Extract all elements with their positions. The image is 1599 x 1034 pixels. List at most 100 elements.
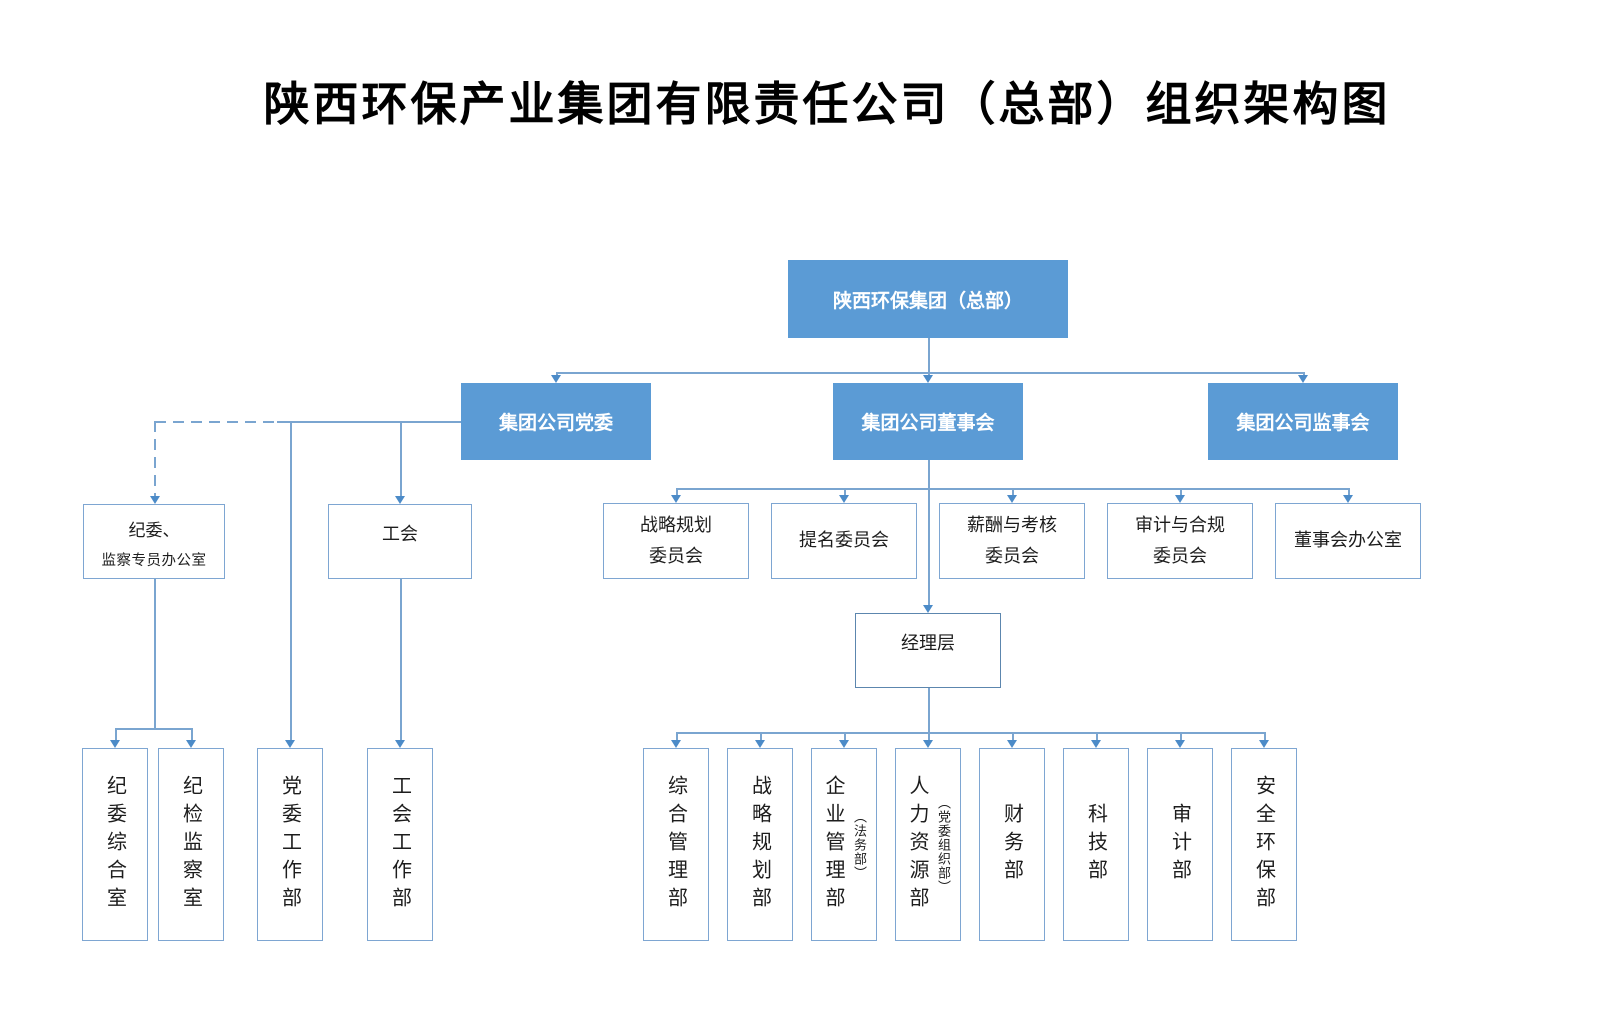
- connector-line: [556, 372, 558, 376]
- org-node-label: 审计与合规: [1135, 514, 1225, 535]
- arrowhead: [839, 495, 849, 503]
- org-node-board-office: 董事会办公室: [1275, 503, 1421, 579]
- org-node-label: 科技部: [1084, 802, 1107, 887]
- org-node-label: 安全环保部: [1252, 774, 1275, 915]
- arrowhead: [395, 740, 405, 748]
- arrowhead: [671, 740, 681, 748]
- connector-line: [844, 732, 846, 740]
- arrowhead: [1298, 375, 1308, 383]
- org-node-management-level: 经理层: [855, 613, 1001, 688]
- org-node-sublabel: （法务部）: [852, 809, 867, 880]
- arrowhead: [1259, 740, 1269, 748]
- connector-line: [400, 421, 402, 496]
- connector-line: [676, 732, 1264, 734]
- org-node-audit-dept: 审计部: [1147, 748, 1213, 941]
- arrowhead: [1175, 495, 1185, 503]
- org-node-label: 综合管理部: [664, 774, 687, 915]
- org-node-strategy-planning-dept: 战略规划部: [727, 748, 793, 941]
- org-node-general-management-dept: 综合管理部: [643, 748, 709, 941]
- org-node-union-work-dept: 工会工作部: [367, 748, 433, 941]
- org-node-label: 纪委、: [128, 521, 180, 540]
- connector-line: [760, 732, 762, 740]
- connector-line: [1180, 732, 1182, 740]
- arrowhead: [110, 740, 120, 748]
- connector-line: [556, 372, 1303, 374]
- org-node-label: 财务部: [1000, 802, 1023, 887]
- org-node-safety-environment-dept: 安全环保部: [1231, 748, 1297, 941]
- org-node-sublabel: （党委组织部）: [936, 795, 951, 894]
- org-node-label: 纪委综合室: [103, 774, 126, 915]
- arrowhead: [1007, 740, 1017, 748]
- connector-line: [676, 732, 678, 740]
- connector-line: [154, 579, 156, 728]
- connector-line: [928, 688, 930, 732]
- org-node-label: 薪酬与考核: [967, 514, 1057, 535]
- connector-line: [928, 338, 930, 375]
- org-node-label: 监察专员办公室: [101, 553, 207, 569]
- org-node-strategy-planning-committee: 战略规划 委员会: [603, 503, 749, 579]
- org-node-party-work-dept: 党委工作部: [257, 748, 323, 941]
- org-node-nomination-committee: 提名委员会: [771, 503, 917, 579]
- connector-line: [1012, 488, 1014, 496]
- org-node-root: 陕西环保集团（总部）: [788, 260, 1068, 338]
- connector-line: [1264, 732, 1266, 740]
- connector-line: [115, 728, 191, 730]
- arrowhead: [285, 740, 295, 748]
- page-title: 陕西环保产业集团有限责任公司（总部）组织架构图: [263, 77, 1391, 131]
- org-node-label: 党委工作部: [278, 774, 301, 915]
- connector-line: [844, 488, 846, 496]
- arrowhead: [551, 375, 561, 383]
- connector-line: [1303, 372, 1305, 376]
- connector-line: [400, 579, 402, 740]
- org-node-label: 集团公司党委: [498, 413, 613, 434]
- org-node-audit-compliance-committee: 审计与合规 委员会: [1107, 503, 1253, 579]
- connector-line: [928, 732, 930, 740]
- connector-line: [1012, 732, 1014, 740]
- arrowhead: [923, 375, 933, 383]
- org-node-enterprise-management-dept: 企业管理部 （法务部）: [811, 748, 877, 941]
- arrowhead: [755, 740, 765, 748]
- connector-line: [1180, 488, 1182, 496]
- org-node-label: 委员会: [649, 546, 703, 566]
- org-node-label: 工会工作部: [388, 774, 411, 915]
- org-node-label: 纪检监察室: [179, 774, 202, 915]
- arrowhead: [150, 496, 160, 504]
- org-node-board-of-directors: 集团公司董事会: [833, 383, 1023, 460]
- org-node-label: 提名委员会: [799, 530, 889, 551]
- connector-line: [1096, 732, 1098, 740]
- arrowhead: [923, 605, 933, 613]
- arrowhead: [1007, 495, 1017, 503]
- org-node-label: 企业管理部: [822, 774, 844, 915]
- connector-line: [115, 728, 117, 740]
- connector-line: [676, 488, 678, 496]
- arrowhead: [1175, 740, 1185, 748]
- connector-line: [290, 421, 292, 740]
- org-node-label: 审计部: [1168, 802, 1191, 887]
- org-node-discipline-general-room: 纪委综合室: [82, 748, 148, 941]
- connector-dashed-line: [154, 421, 156, 496]
- org-node-compensation-assessment-committee: 薪酬与考核 委员会: [939, 503, 1085, 579]
- org-node-supervisory-board: 集团公司监事会: [1208, 383, 1398, 460]
- org-node-label: 集团公司监事会: [1236, 413, 1370, 434]
- org-node-label: 工会: [382, 524, 418, 544]
- connector-line: [928, 460, 930, 605]
- org-node-label: 战略规划部: [748, 774, 771, 915]
- arrowhead: [671, 495, 681, 503]
- arrowhead: [839, 740, 849, 748]
- org-node-label: 委员会: [985, 546, 1039, 566]
- org-node-discipline-inspection-office: 纪委、 监察专员办公室: [83, 504, 225, 579]
- org-node-party-committee: 集团公司党委: [461, 383, 651, 460]
- org-node-science-technology-dept: 科技部: [1063, 748, 1129, 941]
- arrowhead: [395, 496, 405, 504]
- org-node-label: 陕西环保集团（总部）: [832, 290, 1023, 312]
- arrowhead: [923, 740, 933, 748]
- org-node-label: 董事会办公室: [1294, 530, 1402, 551]
- org-node-human-resources-dept: 人力资源部 （党委组织部）: [895, 748, 961, 941]
- connector-line: [277, 421, 461, 423]
- org-node-label: 集团公司董事会: [861, 413, 995, 434]
- org-node-discipline-supervision-room: 纪检监察室: [158, 748, 224, 941]
- org-node-label: 委员会: [1153, 546, 1207, 566]
- connector-line: [1348, 488, 1350, 496]
- arrowhead: [186, 740, 196, 748]
